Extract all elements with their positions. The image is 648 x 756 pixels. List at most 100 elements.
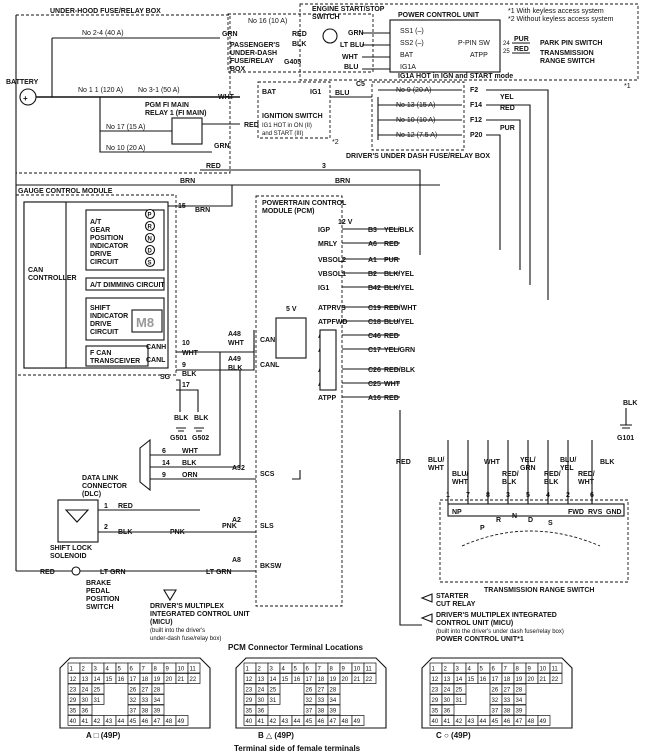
conn-b-pin-12: 12	[246, 677, 253, 683]
conn-a-pin-box-34	[151, 694, 165, 705]
pcm-color-a49: BLK	[228, 365, 242, 372]
red-label-2: RED	[206, 163, 221, 170]
scs-wire	[292, 470, 301, 480]
conn-c-pin-49: 49	[540, 719, 547, 725]
conn-c-pin-36: 36	[444, 709, 451, 715]
pcu-pin-ig1a: IG1A	[400, 64, 416, 71]
conn-a-pin-11: 11	[190, 667, 197, 673]
pcm-pin-c26: C26	[368, 367, 381, 374]
out-pur: PUR	[514, 36, 529, 43]
conn-b-pin-43: 43	[282, 719, 289, 725]
pcm-title-1: POWERTRAIN CONTROL	[262, 200, 347, 207]
conn-c-pin-box-25	[453, 683, 467, 695]
conn-c-pin-43: 43	[468, 719, 475, 725]
engine-switch-button	[322, 28, 338, 44]
at-gear-l2: GEAR	[90, 227, 110, 234]
micu2-arrow	[420, 613, 433, 623]
micu-note-1: (built into the driver's	[150, 628, 205, 634]
conn-b-pin-48: 48	[342, 719, 349, 725]
ign-title: IGNITION SWITCH	[262, 113, 323, 120]
pcm-color-c19: RED/WHT	[384, 305, 417, 312]
out-yel: YEL	[500, 94, 514, 101]
pcm-term-atprvs: ATPRVS	[318, 305, 346, 312]
conn-a-pin-5: 5	[118, 667, 122, 673]
conn-b-pin-7: 7	[318, 667, 322, 673]
wire-blu-label: BLU	[335, 90, 349, 97]
conn-b-pin-34: 34	[330, 698, 337, 704]
battery-label: BATTERY	[6, 79, 39, 86]
pcu-pin-ss2: SS2 (–)	[400, 40, 424, 47]
conn-a-pin-22: 22	[190, 677, 197, 683]
shift-lock-l1: SHIFT LOCK	[50, 545, 92, 552]
conn-a-pin-44: 44	[118, 719, 125, 725]
battery-plus: +	[23, 94, 28, 103]
pcm-term-canl: CANL	[260, 362, 280, 369]
conn-a-pin-box-11	[187, 662, 201, 674]
note-1: *1 With keyless access system	[508, 8, 604, 15]
trs-title: TRANSMISSION RANGE SWITCH	[484, 587, 594, 594]
conn-a-pin-19: 19	[154, 677, 161, 683]
trs-color-1-0: BLU/	[452, 471, 468, 478]
conn-b-pin-20: 20	[342, 677, 349, 683]
conn-b-pin-19: 19	[330, 677, 337, 683]
fcan-box	[85, 345, 149, 367]
red-out-label: RED	[396, 459, 411, 466]
conn-a-pin-48: 48	[166, 719, 173, 725]
fcan-l1: F CAN	[90, 350, 111, 357]
conn-b-pin-29: 29	[246, 698, 253, 704]
gear-letter-p: P	[148, 213, 152, 219]
conn-c-pin-44: 44	[480, 719, 487, 725]
conn-c-pin-box-22	[549, 673, 563, 684]
conn-c-pin-27: 27	[504, 688, 511, 694]
conn-c-pin-34: 34	[516, 698, 523, 704]
fuse-2-4-label: No 2-4 (40 A)	[82, 30, 124, 37]
wire-red-mrly	[200, 169, 421, 255]
conn-b-pin-24: 24	[258, 688, 265, 694]
driver-fuse-box	[371, 81, 465, 151]
fuse-16-label: No 16 (10 A)	[248, 18, 287, 25]
conn-b-pin-box-34	[327, 694, 341, 705]
pcm-pin-a32: A32	[232, 465, 245, 472]
conn-a-pin-46: 46	[142, 719, 149, 725]
conn-a-pin-box-31	[91, 694, 105, 705]
conn-a-pin-box-28	[151, 683, 165, 695]
m8-display	[131, 309, 163, 333]
pcm-box	[255, 195, 343, 607]
conn-a-pin-box-36	[79, 704, 93, 716]
conn-b-pin-1: 1	[246, 667, 250, 673]
micu2-note: (built into the driver's under dash fuse…	[436, 629, 564, 635]
pcu-ppin: P-PIN SW	[458, 40, 490, 47]
diode-icon	[64, 509, 90, 523]
wire-grn-label: GRN	[222, 31, 238, 38]
conn-b-pin-26: 26	[306, 688, 313, 694]
conn-b-pin-46: 46	[318, 719, 325, 725]
pin-9: 9	[182, 362, 186, 369]
micu-l2: INTEGRATED CONTROL UNIT	[150, 611, 250, 618]
conn-a-pin-37: 37	[130, 709, 137, 715]
conn-a-pin-17: 17	[130, 677, 137, 683]
conn-b-pin-41: 41	[258, 719, 265, 725]
conn-a-pin-42: 42	[94, 719, 101, 725]
conn-b-pin-37: 37	[306, 709, 313, 715]
wire-fuse-10-20	[99, 131, 212, 153]
conn-a-pin-45: 45	[130, 719, 137, 725]
pcm-color-c17: YEL/GRN	[384, 347, 415, 354]
pcu-num-24: 24	[503, 41, 510, 47]
pcm-color-c26: RED/BLK	[384, 367, 415, 374]
micu2-l1: DRIVER'S MULTIPLEX INTEGRATED	[436, 612, 557, 619]
conn-c-pin-23: 23	[432, 688, 439, 694]
conn-a-pin-27: 27	[142, 688, 149, 694]
pcu-title: POWER CONTROL UNIT	[398, 12, 480, 19]
conn-c-pin-20: 20	[528, 677, 535, 683]
conn-b-pin-40: 40	[246, 719, 253, 725]
brake-l3: POSITION	[86, 596, 119, 603]
pcm-color-c25: WHT	[384, 381, 401, 388]
trs-pos-p: P	[480, 525, 485, 532]
trs-pos-fwd: FWD	[568, 509, 584, 516]
conn-a-pin-26: 26	[130, 688, 137, 694]
conn-b-pin-9: 9	[342, 667, 346, 673]
gnd-blk-2: BLK	[194, 415, 208, 422]
conn-c-pin-47: 47	[516, 719, 523, 725]
